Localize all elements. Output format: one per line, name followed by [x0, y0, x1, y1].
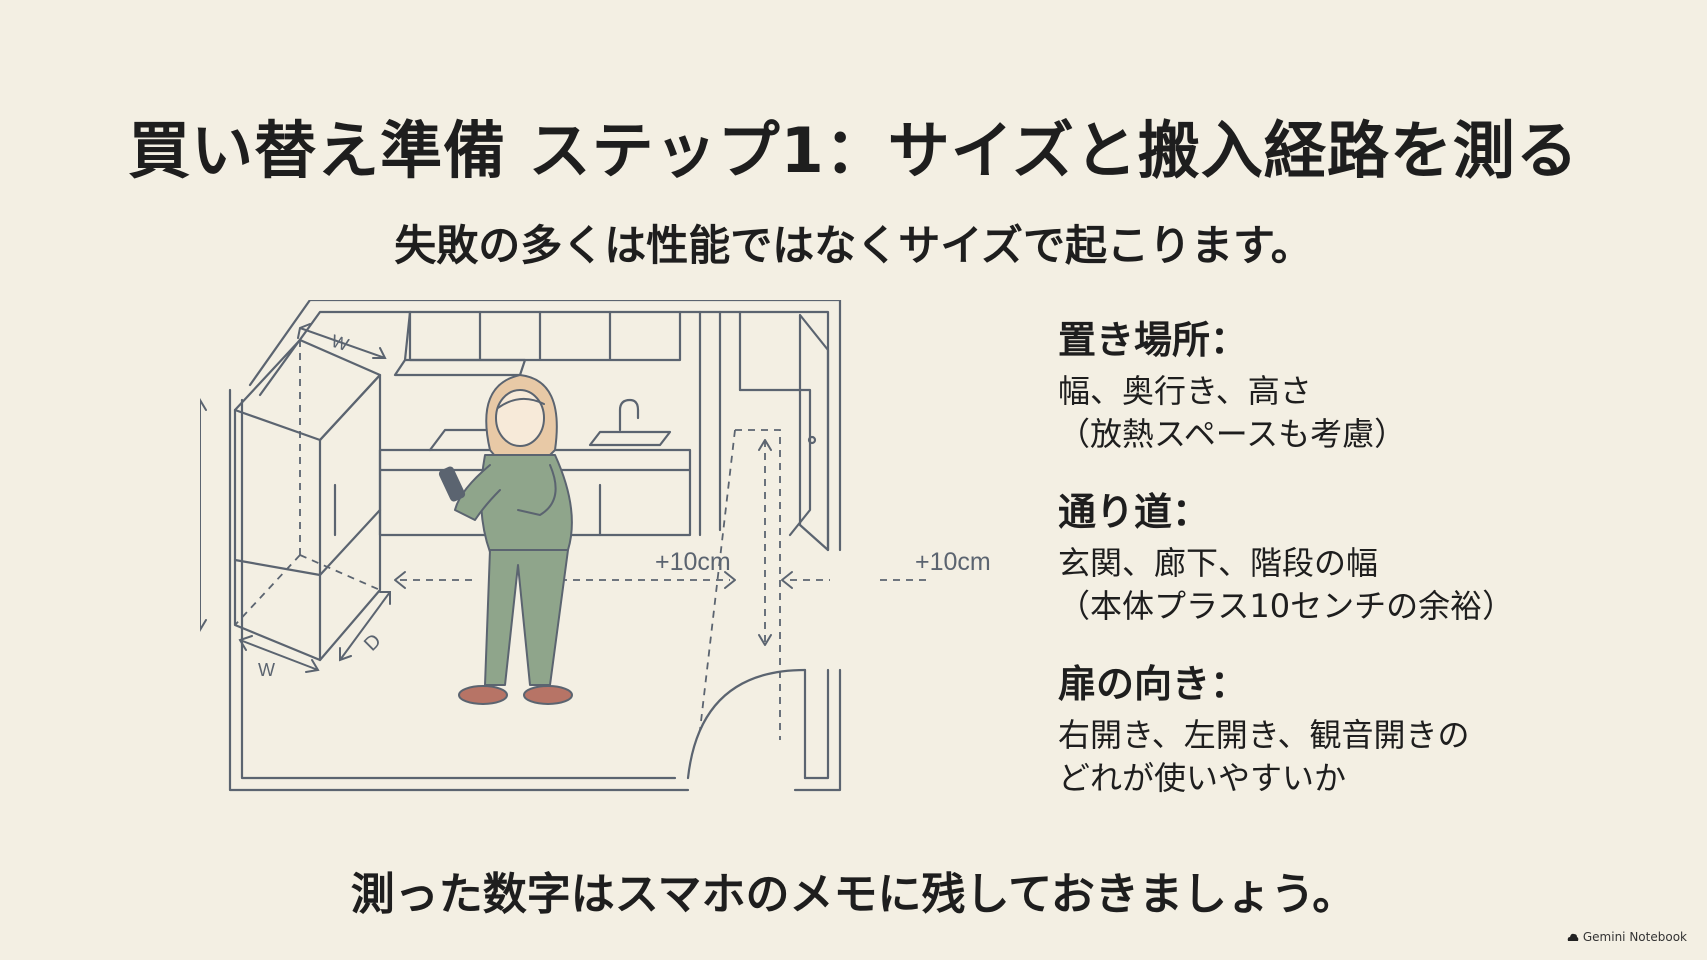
- label-clearance-1: +10cm: [655, 548, 731, 576]
- slide-footer: 測った数字はスマホのメモに残しておきましょう。: [350, 869, 1357, 920]
- section-line: 右開き、左開き、観音開きの: [1058, 715, 1470, 754]
- section-placement: 置き場所： 幅、奥行き、高さ （放熱スペースも考慮）: [1058, 318, 1658, 456]
- person-left-arm: [454, 464, 501, 521]
- brand-text: Gemini Notebook: [1582, 930, 1687, 944]
- section-passage: 通り道： 玄関、廊下、階段の幅 （本体プラス10センチの余裕）: [1058, 490, 1658, 628]
- left-slipper: [458, 685, 508, 705]
- section-line: どれが使いやすいか: [1058, 758, 1347, 797]
- section-heading: 置き場所：: [1058, 318, 1249, 362]
- label-h: H: [200, 502, 202, 527]
- section-line: 幅、奥行き、高さ: [1058, 371, 1312, 410]
- room-wall-outline: [248, 300, 842, 552]
- section-line: （放熱スペースも考慮）: [1058, 414, 1407, 453]
- range-hood: [393, 310, 527, 377]
- upper-cabinets: [408, 310, 682, 362]
- faucet: [618, 398, 640, 432]
- section-door-direction: 扉の向き： 右開き、左開き、観音開きの どれが使いやすいか: [1058, 662, 1658, 800]
- label-w-bottom: W: [258, 660, 275, 680]
- person-figure: [438, 374, 573, 705]
- door-swing-arc: [686, 668, 807, 780]
- slide-subtitle: 失敗の多くは性能ではなくサイズで起こります。: [394, 221, 1313, 270]
- sink: [588, 430, 672, 447]
- depth-arrow: [339, 591, 391, 662]
- label-w-top: W: [329, 331, 351, 355]
- checklist-panel: 置き場所： 幅、奥行き、高さ （放熱スペースも考慮） 通り道： 玄関、廊下、階段…: [1058, 318, 1658, 834]
- right-slipper: [523, 685, 573, 705]
- brand-watermark: Gemini Notebook: [1567, 930, 1687, 944]
- width-arrow-top: [297, 323, 387, 359]
- person-right-arm: [517, 464, 557, 516]
- width-arrow-bottom: [238, 635, 320, 673]
- label-clearance-2: +10cm: [915, 548, 991, 576]
- phone-icon: [438, 466, 466, 502]
- height-arrow: [200, 398, 207, 632]
- section-line: 玄関、廊下、階段の幅: [1058, 543, 1379, 582]
- section-heading: 通り道：: [1058, 489, 1211, 534]
- section-heading: 扉の向き：: [1058, 661, 1249, 706]
- section-line: （本体プラス10センチの余裕）: [1058, 586, 1515, 625]
- person-legs: [484, 549, 569, 686]
- label-d: D: [360, 630, 386, 656]
- kitchen-measurement-illustration: W H W D +10cm +10cm: [200, 300, 991, 792]
- room-floor-outline: [228, 388, 690, 792]
- refrigerator: [233, 338, 382, 442]
- slide-title: 買い替え準備 ステップ1：サイズと搬入経路を測る: [128, 114, 1579, 187]
- cloud-icon: [1567, 933, 1579, 941]
- person-face: [495, 389, 545, 447]
